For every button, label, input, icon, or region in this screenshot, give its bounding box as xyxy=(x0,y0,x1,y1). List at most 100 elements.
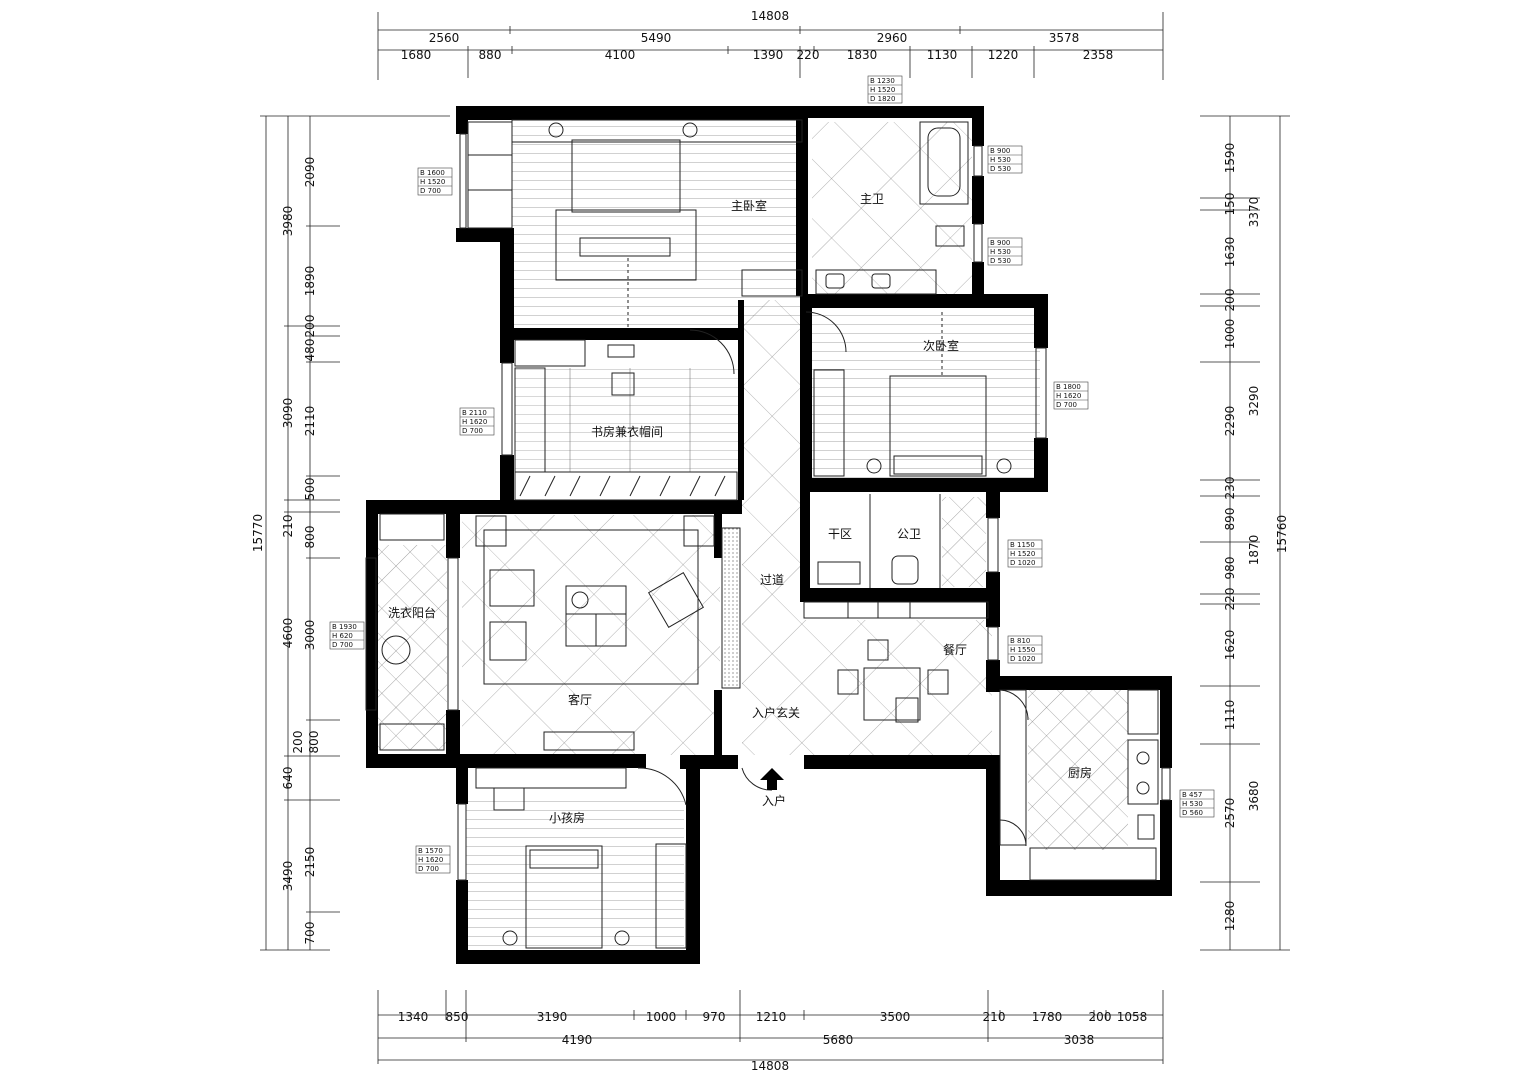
dim-left: 3490 xyxy=(281,861,295,892)
wall xyxy=(806,106,984,118)
room-label-laundry-balcony: 洗衣阳台 xyxy=(388,605,436,620)
svg-text:D 530: D 530 xyxy=(990,165,1011,173)
windows xyxy=(365,133,1171,881)
room-labels: 主卧室 主卫 次卧室 书房兼衣帽间 过道 干区 公卫 餐厅 客厅 洗衣阳台 入户… xyxy=(388,192,1092,825)
dim-right: 2570 xyxy=(1223,798,1237,829)
dim-top: 1130 xyxy=(927,48,958,62)
kids-room-floor xyxy=(466,795,684,950)
svg-text:D 1820: D 1820 xyxy=(870,95,895,103)
window-tag: B 900 H 530 D 530 xyxy=(987,237,1023,266)
svg-text:D 700: D 700 xyxy=(418,865,439,873)
chair xyxy=(837,669,859,695)
dim-bottom: 850 xyxy=(446,1010,469,1024)
dim-right: 230 xyxy=(1223,477,1237,500)
second-bed xyxy=(889,375,987,477)
window xyxy=(501,362,513,456)
wall xyxy=(986,880,1172,896)
wall xyxy=(986,478,1000,518)
dim-left: 800 xyxy=(303,526,317,549)
wall xyxy=(366,754,646,768)
dim-left: 2090 xyxy=(303,157,317,188)
laundry-item xyxy=(381,635,411,665)
dim-right: 890 xyxy=(1223,508,1237,531)
wash-basin xyxy=(817,561,861,585)
room-label-kids-room: 小孩房 xyxy=(549,810,585,825)
wall xyxy=(456,106,468,134)
dim-right: 150 xyxy=(1223,193,1237,216)
window xyxy=(973,145,983,177)
svg-text:D 700: D 700 xyxy=(1056,401,1077,409)
chair xyxy=(927,669,949,695)
wall xyxy=(456,880,468,962)
wall xyxy=(804,588,998,602)
partition xyxy=(721,527,741,689)
wall xyxy=(1034,438,1048,490)
dim-top: 2560 xyxy=(429,31,460,45)
dim-right: 220 xyxy=(1223,588,1237,611)
window xyxy=(1035,347,1047,439)
corridor-floor xyxy=(742,300,804,755)
dim-left: 3000 xyxy=(303,620,317,651)
window-tag: B 1600 H 1520 D 700 xyxy=(417,167,453,196)
living-rug xyxy=(483,529,699,685)
dim-right: 1630 xyxy=(1223,237,1237,268)
window xyxy=(365,557,377,711)
wall xyxy=(366,500,378,768)
chair xyxy=(895,697,919,723)
study-floor xyxy=(515,368,740,472)
dimension-lines xyxy=(260,12,1290,1064)
dining-table xyxy=(863,667,921,721)
window xyxy=(447,557,459,711)
kitchen-counter xyxy=(999,689,1027,846)
window xyxy=(1161,767,1171,801)
svg-text:D 530: D 530 xyxy=(990,257,1011,265)
chair xyxy=(867,639,889,661)
room-label-public-bath: 公卫 xyxy=(897,527,921,541)
living-floor xyxy=(462,515,720,755)
svg-text:H 1620: H 1620 xyxy=(1056,392,1081,400)
desk xyxy=(475,767,627,789)
wardrobe xyxy=(813,369,845,477)
dim-top: 220 xyxy=(797,48,820,62)
svg-text:B 1930: B 1930 xyxy=(332,623,357,631)
wall xyxy=(714,690,722,768)
dim-bottom: 4190 xyxy=(562,1033,593,1047)
svg-text:H 530: H 530 xyxy=(1182,800,1203,808)
window-tag: B 1800 H 1620 D 700 xyxy=(1053,381,1089,410)
tv-cabinet xyxy=(543,731,635,751)
room-label-entry: 入户 xyxy=(762,793,786,808)
laundry-floor xyxy=(375,545,447,750)
armchair xyxy=(489,621,527,661)
svg-text:D 700: D 700 xyxy=(332,641,353,649)
chair xyxy=(493,787,525,811)
room-label-master-bedroom: 主卧室 xyxy=(731,198,767,213)
dim-left: 200 xyxy=(291,731,305,754)
dim-bottom: 1058 xyxy=(1117,1010,1148,1024)
wall xyxy=(456,228,512,242)
window-tags: B 1230 H 1520 D 1820 B 900 H 530 D 530 B… xyxy=(329,75,1215,874)
window xyxy=(987,626,999,661)
dim-right: 1110 xyxy=(1223,700,1237,731)
second-bedroom-floor xyxy=(812,312,1040,482)
dim-top: 5490 xyxy=(641,31,672,45)
wall xyxy=(714,500,722,558)
side-table xyxy=(683,515,715,547)
wall xyxy=(800,490,810,602)
dim-left: 500 xyxy=(303,478,317,501)
svg-text:H 1520: H 1520 xyxy=(420,178,445,186)
room-label-master-bath: 主卫 xyxy=(860,192,884,206)
dim-right-total: 15760 xyxy=(1275,515,1289,553)
svg-text:H 1620: H 1620 xyxy=(418,856,443,864)
wardrobe xyxy=(655,843,687,949)
wall xyxy=(986,676,1172,690)
dim-bottom: 3038 xyxy=(1064,1033,1095,1047)
armchair xyxy=(489,569,535,607)
dim-left: 2110 xyxy=(303,406,317,437)
wardrobe xyxy=(467,121,513,229)
wall xyxy=(456,106,806,120)
room-label-dining: 餐厅 xyxy=(943,642,967,657)
svg-text:D 1020: D 1020 xyxy=(1010,655,1035,663)
toilet xyxy=(935,225,965,247)
dresser xyxy=(741,269,803,297)
wall xyxy=(796,106,808,296)
